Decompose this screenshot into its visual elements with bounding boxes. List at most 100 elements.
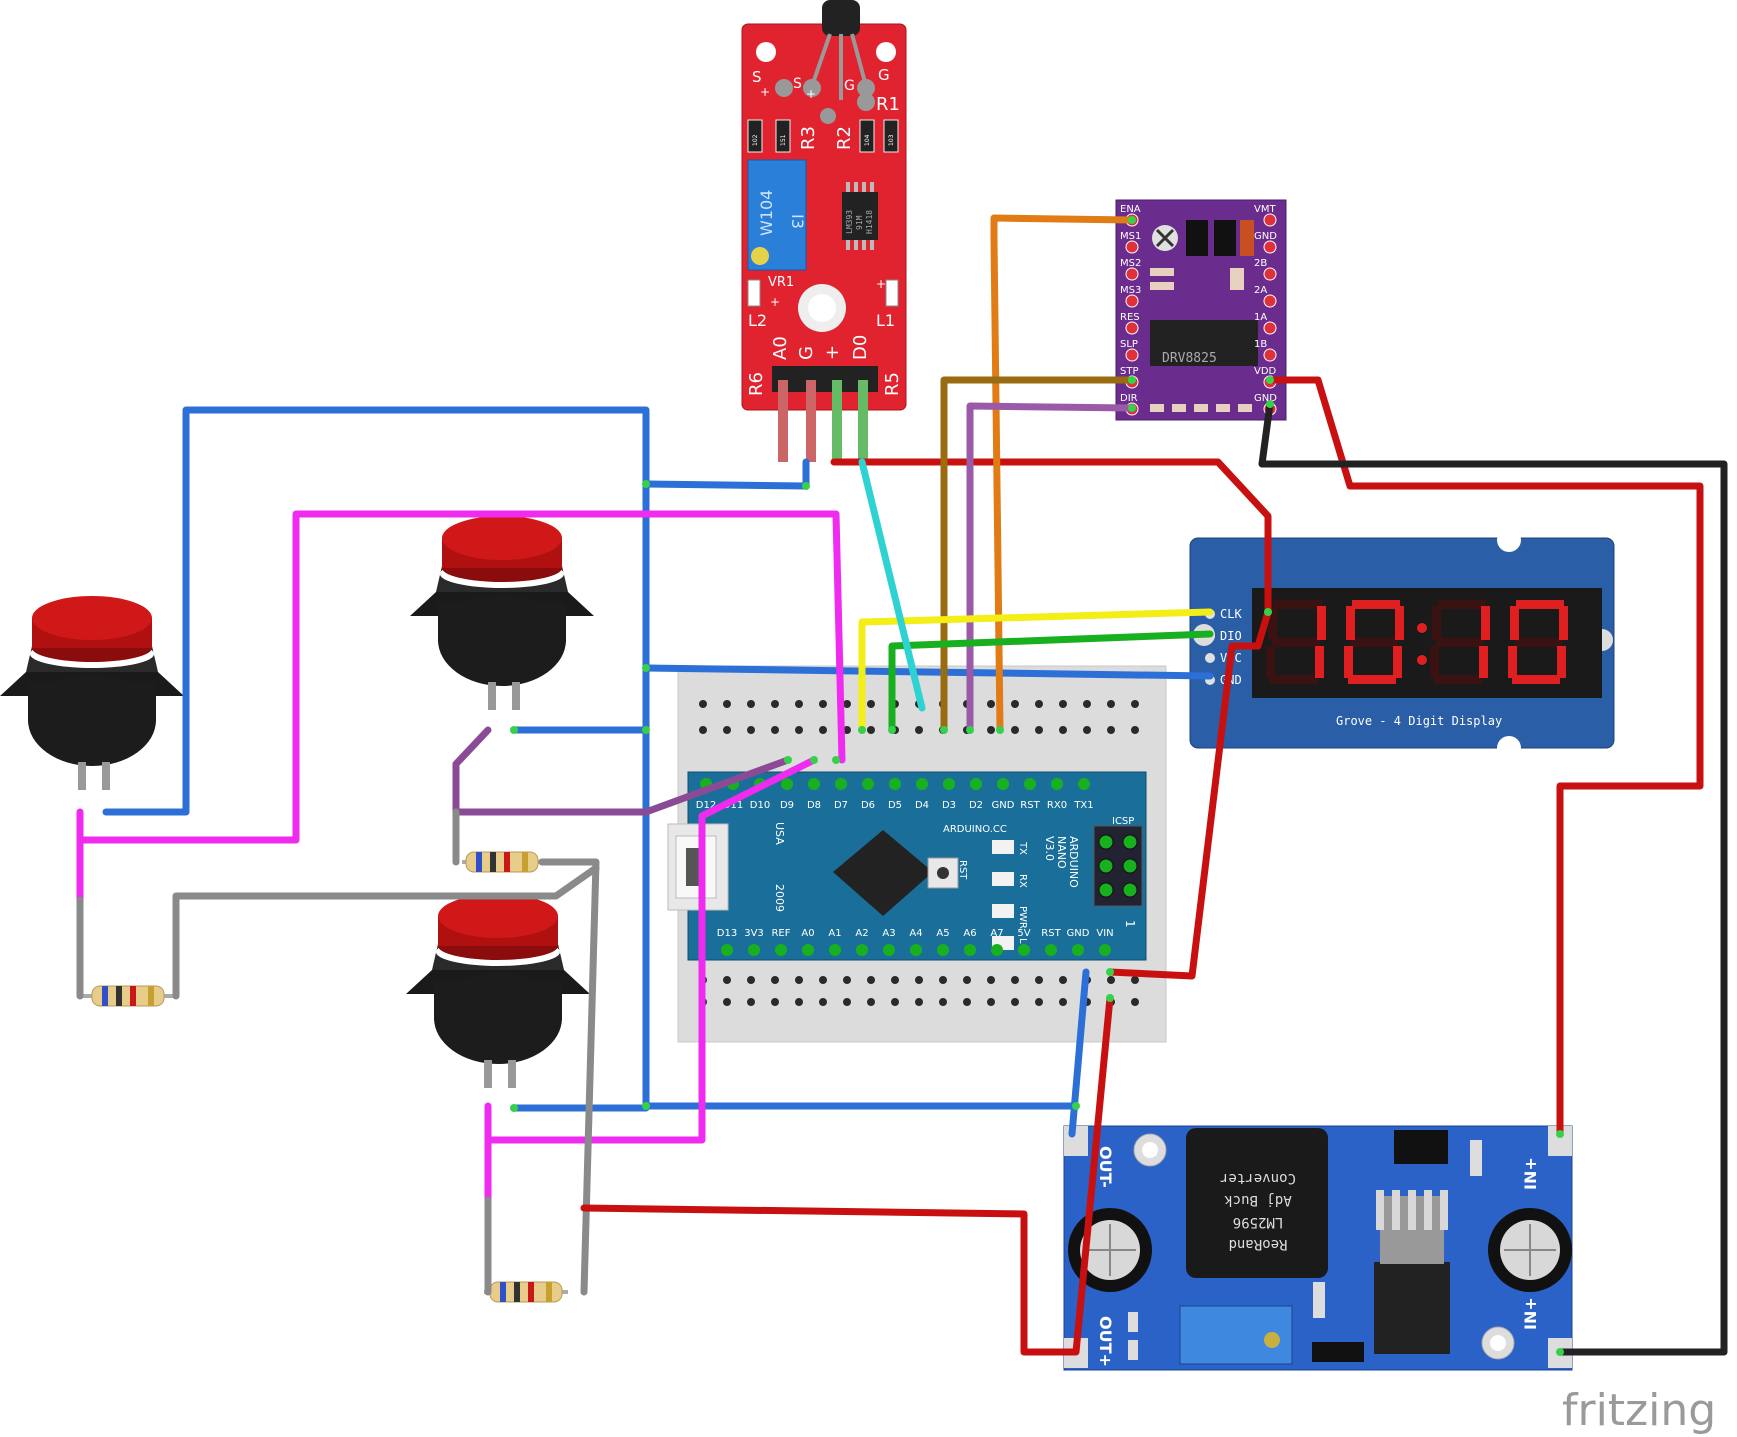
resistor xyxy=(465,851,539,873)
wire[interactable] xyxy=(484,756,818,1144)
wire[interactable] xyxy=(76,510,846,844)
wire[interactable] xyxy=(642,664,1214,680)
drv-right-pin-label: GND xyxy=(1254,393,1277,404)
bb-hole xyxy=(723,976,731,984)
wire[interactable] xyxy=(1106,608,1272,980)
wire[interactable] xyxy=(538,858,600,1296)
lm2596-buck-converter: Converter Adj Buck LM2596 ReoRand OUT- O… xyxy=(1063,1125,1573,1371)
wire-endpoint[interactable] xyxy=(642,726,650,734)
wire-endpoint[interactable] xyxy=(1556,1130,1564,1138)
bb-hole xyxy=(1011,976,1019,984)
wire-endpoint[interactable] xyxy=(1266,376,1274,384)
wire[interactable] xyxy=(858,458,926,712)
wire[interactable] xyxy=(990,214,1136,734)
inductor xyxy=(1186,1128,1328,1278)
drv-left-pin-label: MS3 xyxy=(1120,285,1141,296)
wire-endpoint[interactable] xyxy=(642,480,650,488)
wire-endpoint[interactable] xyxy=(1106,968,1114,976)
wire[interactable] xyxy=(580,994,1114,1356)
wire[interactable] xyxy=(642,458,810,490)
resistor xyxy=(91,985,165,1007)
button-cap[interactable] xyxy=(438,894,558,938)
digit-segment xyxy=(1432,606,1441,640)
digit-segment xyxy=(1268,606,1277,640)
nano-bottom-pin-label: 5V xyxy=(1017,928,1030,939)
chip-label-2: 91M xyxy=(855,215,864,230)
status-led-label: RX xyxy=(1017,874,1028,888)
sensor-l2-label: L2 xyxy=(748,311,767,330)
wire-endpoint[interactable] xyxy=(642,664,650,672)
button-cap[interactable] xyxy=(442,516,562,560)
wire-endpoint[interactable] xyxy=(784,756,792,764)
nano-pin xyxy=(781,778,793,790)
bb-hole xyxy=(819,976,827,984)
bb-hole xyxy=(963,998,971,1006)
push-button[interactable] xyxy=(410,516,594,710)
digit-segment xyxy=(1315,646,1324,678)
wire[interactable] xyxy=(830,458,1272,616)
nano-model-2: NANO xyxy=(1055,836,1068,869)
button-cap[interactable] xyxy=(32,596,152,640)
wire-endpoint[interactable] xyxy=(832,756,840,764)
out-plus-label: OUT+ xyxy=(1096,1316,1115,1367)
digit-segment xyxy=(1272,638,1320,647)
wire-endpoint[interactable] xyxy=(1128,216,1136,224)
wire-endpoint[interactable] xyxy=(1556,1348,1564,1356)
wire-endpoint[interactable] xyxy=(940,726,948,734)
pot-screw[interactable] xyxy=(751,247,769,265)
digit-segment xyxy=(1508,646,1517,678)
wire-endpoint[interactable] xyxy=(1106,994,1114,1002)
drv-chip xyxy=(1150,320,1258,366)
drv-left-pin-label: STP xyxy=(1120,366,1139,377)
status-led xyxy=(992,872,1014,886)
nano-brand: ARDUINO.CC xyxy=(943,824,1007,835)
bb-hole xyxy=(843,976,851,984)
wire[interactable] xyxy=(1258,400,1728,1356)
wire-endpoint[interactable] xyxy=(858,726,866,734)
wire-endpoint[interactable] xyxy=(802,482,810,490)
wire[interactable] xyxy=(888,630,1214,734)
in-plus-bottom-label: IN+ xyxy=(1521,1297,1540,1330)
wire-endpoint[interactable] xyxy=(642,1102,650,1110)
nano-pin xyxy=(1018,944,1030,956)
bb-hole xyxy=(795,726,803,734)
wire-endpoint[interactable] xyxy=(510,1104,518,1112)
wire[interactable] xyxy=(1266,376,1704,1138)
wire-endpoint[interactable] xyxy=(810,756,818,764)
sensor-r6-label: R6 xyxy=(746,372,767,396)
digit-segment xyxy=(1352,600,1400,609)
bb-hole xyxy=(1035,700,1043,708)
nano-pin xyxy=(910,944,922,956)
push-button[interactable] xyxy=(0,596,184,790)
digit-segment xyxy=(1317,606,1326,640)
chip-label-1: LM393 xyxy=(845,210,854,234)
wire-endpoint[interactable] xyxy=(510,726,518,734)
wire[interactable] xyxy=(940,376,1136,734)
wire[interactable] xyxy=(858,608,1214,734)
wire-endpoint[interactable] xyxy=(1072,1102,1080,1110)
bb-hole xyxy=(699,726,707,734)
bb-hole xyxy=(891,976,899,984)
inductor-label-3: Adj Buck xyxy=(1224,1192,1292,1208)
nano-top-pin-label: RX0 xyxy=(1047,800,1067,811)
wire[interactable] xyxy=(172,864,600,1000)
drv-right-pin-label: 2B xyxy=(1254,258,1267,269)
wire-endpoint[interactable] xyxy=(966,726,974,734)
bb-hole xyxy=(819,998,827,1006)
push-button[interactable] xyxy=(406,894,590,1088)
wire-endpoint[interactable] xyxy=(1128,376,1136,384)
bb-hole xyxy=(963,976,971,984)
wire-endpoint[interactable] xyxy=(888,726,896,734)
wire[interactable] xyxy=(102,406,1080,1110)
nano-model-3: V3.0 xyxy=(1043,836,1056,861)
wire-endpoint[interactable] xyxy=(1266,400,1274,408)
wire-endpoint[interactable] xyxy=(1128,404,1136,412)
bb-hole xyxy=(1107,976,1115,984)
nano-bottom-pin-label: A6 xyxy=(963,928,976,939)
wire-endpoint[interactable] xyxy=(1264,608,1272,616)
smd-code: 103 xyxy=(888,134,895,146)
nano-pin xyxy=(748,944,760,956)
wire-endpoint[interactable] xyxy=(996,726,1004,734)
